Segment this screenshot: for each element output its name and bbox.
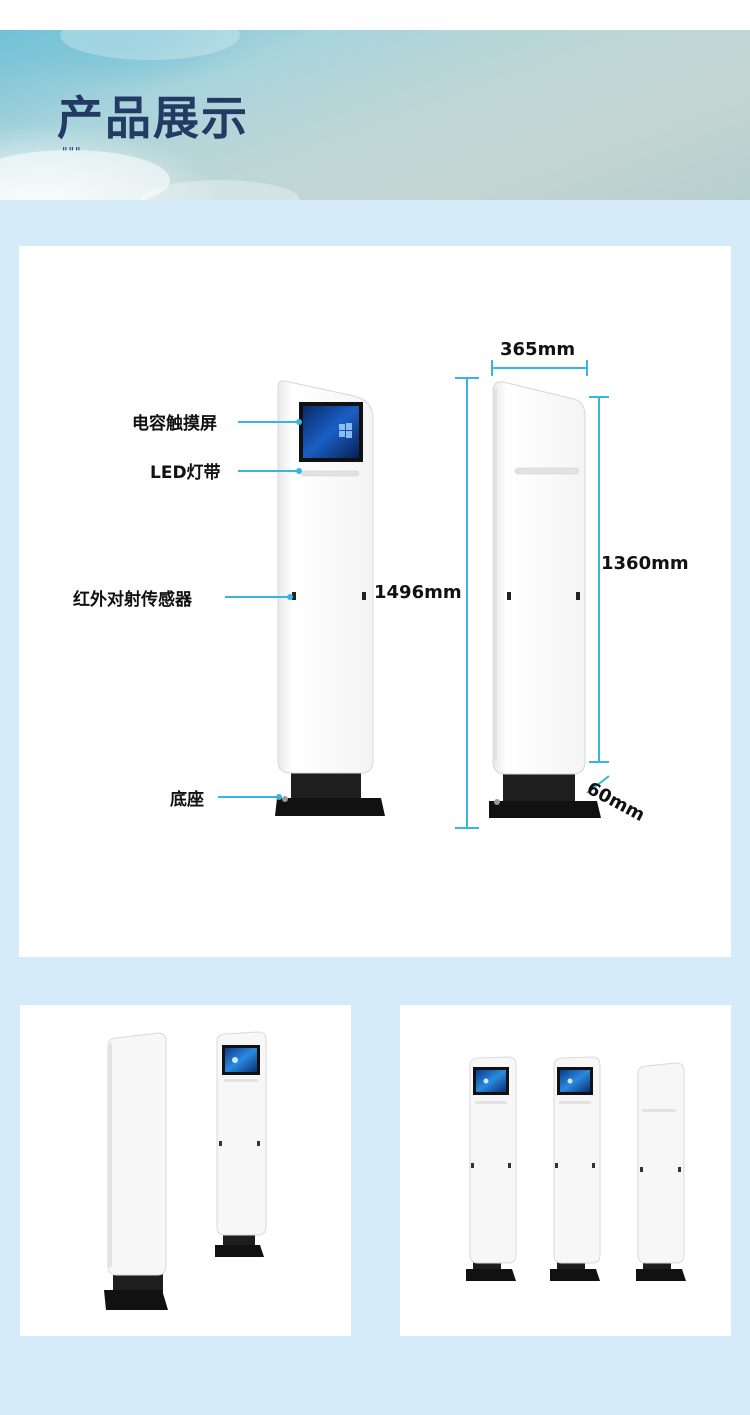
ir-sensor-leader xyxy=(225,594,293,600)
screen-gate xyxy=(215,1031,267,1257)
top-strip xyxy=(0,0,750,30)
side-gate xyxy=(489,381,601,818)
windows-logo-icon xyxy=(339,423,352,438)
panel-height-dimension: 1360mm xyxy=(601,553,689,574)
base-label: 底座 xyxy=(170,790,204,810)
gate-one xyxy=(466,1056,517,1281)
gate-three xyxy=(636,1062,686,1281)
product-photo-right xyxy=(400,1005,731,1336)
product-photo-left xyxy=(20,1005,351,1336)
page-title: 产品展示 xyxy=(57,91,249,145)
blank-gate xyxy=(104,1032,168,1310)
front-gate xyxy=(275,380,385,816)
windows-logo-icon xyxy=(483,1078,489,1084)
ir-sensor-label: 红外对射传感器 xyxy=(73,590,192,610)
width-dimension: 365mm xyxy=(500,339,576,360)
gate-diagram-art xyxy=(275,360,610,829)
title-dots: """ xyxy=(62,145,82,159)
gate-two xyxy=(550,1056,601,1281)
three-gates-art xyxy=(466,1056,686,1281)
touchscreen-leader xyxy=(238,419,302,425)
wave-foam xyxy=(0,150,170,200)
windows-logo-icon xyxy=(232,1057,238,1063)
dimension-lines xyxy=(455,360,610,829)
touchscreen-label: 电容触摸屏 xyxy=(132,414,217,434)
wave-foam xyxy=(60,30,240,60)
two-gates-art xyxy=(104,1031,267,1310)
header-banner: 产品展示 """ xyxy=(0,30,750,200)
total-height-dimension: 1496mm xyxy=(374,582,462,603)
led-strip-label: LED灯带 xyxy=(150,463,221,483)
base-leader xyxy=(218,794,282,800)
windows-logo-icon xyxy=(567,1078,573,1084)
led-strip-leader xyxy=(238,468,302,474)
dimension-diagram-panel: 电容触摸屏 LED灯带 红外对射传感器 底座 365mm 1496mm 1360… xyxy=(19,246,731,957)
wave-foam xyxy=(140,180,300,200)
